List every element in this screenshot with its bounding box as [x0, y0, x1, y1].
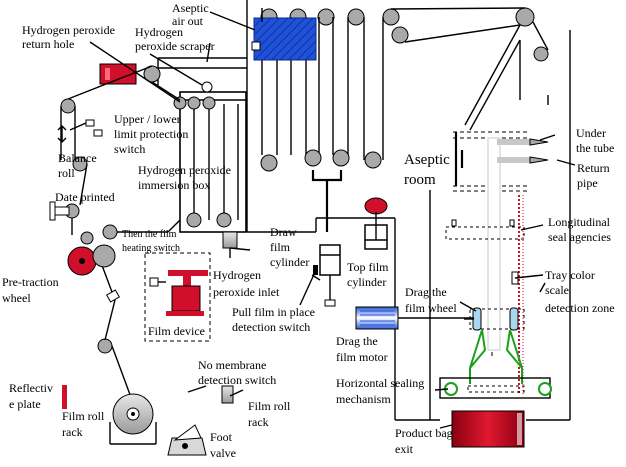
- pre-traction-wheel: [67, 244, 116, 276]
- date-printed-label: Date printed: [55, 190, 115, 204]
- drag-film-motor: [355, 306, 474, 330]
- h2o2-inlet-label: Hydrogen peroxide inlet: [213, 268, 280, 299]
- longitudinal-seal: [445, 219, 525, 240]
- top-roller-5: [382, 8, 400, 26]
- horizontal-sealing: [439, 377, 552, 399]
- h2o2-scraper-label: Hydrogen peroxide scraper: [135, 25, 215, 53]
- horizontal-sealing-label: Horizontal sealing mechanism: [336, 376, 427, 406]
- film-guide: [105, 289, 121, 303]
- top-roller-3: [317, 8, 335, 26]
- aseptic-air-filter: [251, 8, 317, 61]
- reflective-plate: [62, 385, 67, 409]
- film-device: [144, 252, 211, 342]
- foot-valve: [167, 424, 207, 456]
- film-device-label: Film device: [148, 324, 205, 338]
- longitudinal-seal-label: Longitudinal seal agencies: [548, 215, 613, 244]
- top-roller-4: [347, 8, 365, 26]
- top-film-cylinder-label: Top film cylinder: [347, 260, 392, 289]
- top-roller-8: [533, 46, 549, 62]
- product-bag: [451, 410, 525, 448]
- h2o2-immersion-box: [157, 57, 247, 249]
- machine-frame: [246, 0, 571, 421]
- drag-film-wheel-label: Drag the film wheel: [405, 285, 457, 315]
- product-bag-exit-label: Product bag exit: [395, 426, 456, 456]
- top-roller-7: [515, 7, 535, 27]
- labels: Aseptic air out Hydrogen peroxide return…: [2, 1, 615, 460]
- drag-film-motor-label: Drag the film motor: [336, 334, 388, 364]
- date-printer: [49, 201, 70, 221]
- top-roller-6: [391, 26, 409, 44]
- under-the-tube-label: Under the tube: [576, 126, 614, 155]
- draw-film-cylinder-label: Draw film cylinder: [270, 225, 309, 269]
- drag-film-wheel: [464, 307, 525, 331]
- h2o2-immersion-box-label: Hydrogen peroxide immersion box: [138, 163, 234, 192]
- upper-lower-limit-label: Upper / lower limit protection switch: [114, 112, 191, 156]
- leader-lines: [89, 11, 576, 429]
- aseptic-room-label: Aseptic room: [404, 152, 454, 188]
- film-roll-rack: [62, 385, 157, 445]
- forming-shoulder: [469, 329, 523, 384]
- left-film-path: [57, 63, 181, 401]
- top-film-cylinder: [364, 197, 388, 250]
- pre-traction-wheel-label: Pre-traction wheel: [2, 275, 62, 305]
- draw-film-cylinder: [313, 244, 341, 307]
- return-pipe-label: Return pipe: [577, 161, 613, 190]
- reflective-plate-label: Reflectiv e plate: [9, 381, 56, 411]
- tray-color-scale-label: Tray color scale detection zone: [545, 268, 615, 315]
- no-membrane-switch-label: No membrane detection switch: [198, 358, 276, 387]
- h2o2-return-hole-label: Hydrogen peroxide return hole: [22, 23, 118, 51]
- aseptic-room: [453, 131, 549, 395]
- balance-roll-label: Balance roll: [58, 151, 100, 180]
- pull-film-switch-label: Pull film in place detection switch: [232, 305, 318, 334]
- film-roll-rack-left-label: Film roll rack: [62, 409, 107, 439]
- foot-valve-label: Foot valve: [210, 430, 236, 460]
- aseptic-air-out-label: Aseptic air out: [172, 1, 212, 28]
- film-roll-rack-right-label: Film roll rack: [248, 399, 293, 429]
- film-heating-switch-label: Then the film heating switch: [122, 229, 180, 254]
- no-membrane-switch: [221, 385, 234, 404]
